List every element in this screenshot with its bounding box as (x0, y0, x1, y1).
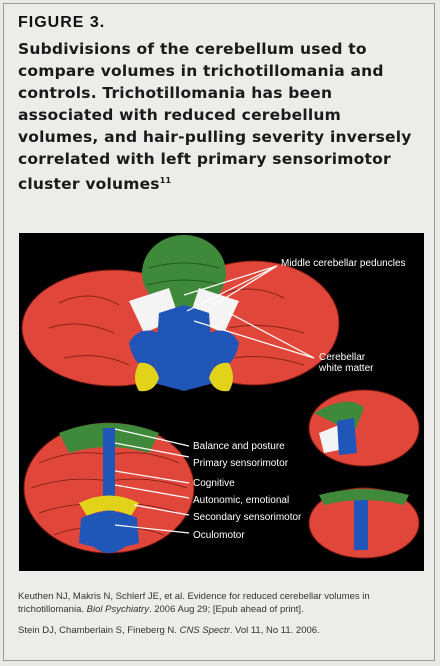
caption-reference: 11 (160, 176, 172, 185)
label-cognitive: Cognitive (193, 478, 235, 489)
label-primary-sensorimotor: Primary sensorimotor (193, 458, 288, 469)
label-secondary-sensorimotor: Secondary sensorimotor (193, 512, 301, 523)
reference-1: Keuthen NJ, Makris N, Schlerf JE, et al.… (18, 590, 428, 616)
reference-2: Stein DJ, Chamberlain S, Fineberg N. CNS… (18, 624, 428, 637)
reference-2-details: . Vol 11, No 11. 2006. (230, 625, 320, 636)
label-middle-peduncles: Middle cerebellar peduncles (281, 258, 406, 269)
cerebellum-image-panel: Middle cerebellar peduncles Cerebellar w… (19, 233, 424, 571)
figure-frame: FIGURE 3. Subdivisions of the cerebellum… (3, 3, 435, 661)
reference-1-details: . 2006 Aug 29; [Epub ahead of print]. (149, 604, 304, 615)
reference-2-authors: Stein DJ, Chamberlain S, Fineberg N. (18, 625, 177, 636)
label-white-matter-2: white matter (319, 363, 373, 374)
figure-caption: Subdivisions of the cerebellum used to c… (18, 38, 426, 195)
label-white-matter-1: Cerebellar (319, 352, 365, 363)
label-oculomotor: Oculomotor (193, 530, 245, 541)
reference-2-journal: CNS Spectr (180, 625, 230, 636)
reference-1-journal: Biol Psychiatry (87, 604, 149, 615)
label-autonomic-emotional: Autonomic, emotional (193, 495, 289, 506)
cerebellum-flat-map (24, 423, 194, 553)
cerebellum-side-view (309, 390, 419, 558)
references: Keuthen NJ, Makris N, Schlerf JE, et al.… (18, 590, 428, 645)
caption-text: Subdivisions of the cerebellum used to c… (18, 40, 412, 193)
label-balance-posture: Balance and posture (193, 441, 285, 452)
figure-label: FIGURE 3. (18, 14, 105, 32)
